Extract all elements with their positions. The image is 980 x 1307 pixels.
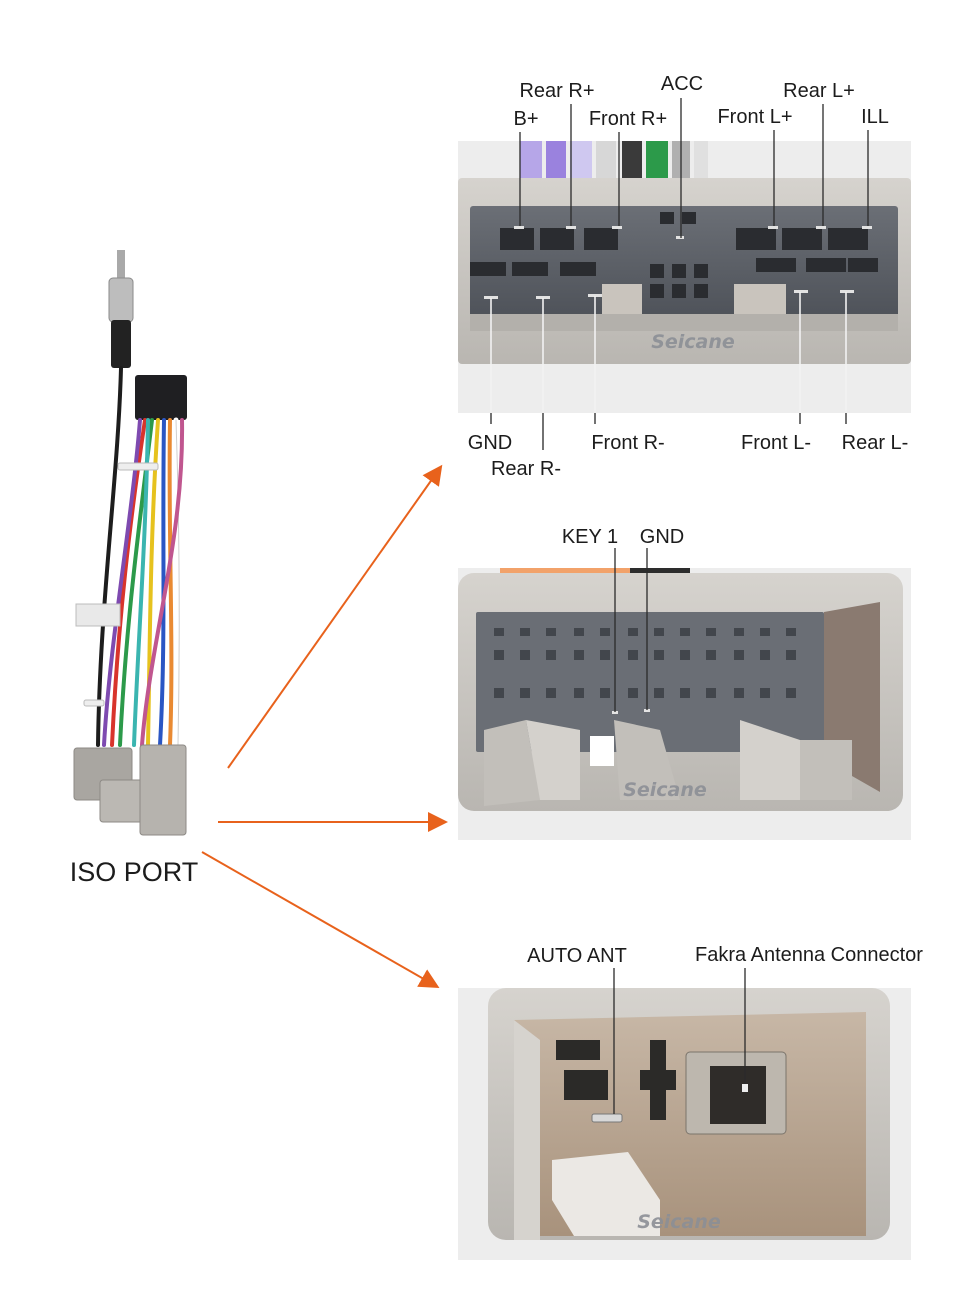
pin-row-top xyxy=(500,212,868,298)
pin-label-rear-l-minus: Rear L- xyxy=(842,432,909,454)
leader-lines-top xyxy=(519,98,869,238)
pin-grid xyxy=(494,628,796,698)
pin-label-auto-ant: AUTO ANT xyxy=(527,945,627,967)
watermark: Seicane xyxy=(637,1211,721,1233)
fakra-socket-hole xyxy=(710,1066,766,1124)
wire-bundle xyxy=(96,366,185,748)
top-connector-wires xyxy=(520,141,708,181)
antenna-plug xyxy=(108,277,134,323)
top-connector-photo: Seicane Rear R+ ACC Rear L+ xyxy=(458,73,911,480)
pin-label-gnd: GND xyxy=(468,432,512,454)
wire-tag xyxy=(75,603,121,627)
antenna-boot xyxy=(111,320,131,368)
pin-label-front-r-plus: Front R+ xyxy=(589,108,667,130)
pin-contacts xyxy=(612,709,650,714)
arrow-to-top-connector xyxy=(227,464,443,769)
pin-contacts xyxy=(484,226,872,299)
iso-connector-c xyxy=(139,744,187,836)
leader-lines-middle xyxy=(614,548,648,712)
pin-label-acc: ACC xyxy=(661,73,703,95)
leader-lines-bottom-connector xyxy=(613,968,746,1114)
watermark: Seicane xyxy=(651,331,735,353)
pin-row-bottom xyxy=(470,258,878,276)
pin-label-rear-r-plus: Rear R+ xyxy=(519,80,594,102)
watermark: Seicane xyxy=(623,779,707,801)
pin-label-key-1: KEY 1 xyxy=(562,526,618,548)
latch-tabs xyxy=(602,284,786,314)
arrow-to-bottom-connector xyxy=(201,851,440,988)
connector-cavity xyxy=(476,612,824,752)
arrows xyxy=(201,464,448,988)
pin-label-ill: ILL xyxy=(861,106,889,128)
pin-label-front-r-minus: Front R- xyxy=(591,432,664,454)
latch-ribs xyxy=(484,720,852,806)
iso-harness-illustration xyxy=(73,250,187,836)
pin-label-front-l-minus: Front L- xyxy=(741,432,811,454)
antenna-pin xyxy=(117,250,125,280)
pin-label-front-l-plus: Front L+ xyxy=(717,106,792,128)
bottom-connector-photo: Seicane AUTO ANT Fakra Antenna Connector xyxy=(458,944,923,1260)
cable-tie xyxy=(117,462,159,471)
pin-label-rear-r-minus: Rear R- xyxy=(491,458,561,480)
pin-label-gnd-middle: GND xyxy=(640,526,684,548)
pin-label-rear-l-plus: Rear L+ xyxy=(783,80,855,102)
leader-lines-bottom xyxy=(490,292,847,450)
pin-label-b-plus: B+ xyxy=(513,108,538,130)
pin-label-fakra-antenna-connector: Fakra Antenna Connector xyxy=(695,944,923,966)
auto-ant-slots xyxy=(556,1040,676,1120)
cable-tie xyxy=(83,699,105,707)
small-black-connector xyxy=(135,375,187,420)
opening xyxy=(590,736,614,766)
middle-connector-photo: Seicane KEY 1 GND xyxy=(458,526,911,840)
auto-ant-contact xyxy=(591,1113,623,1123)
latch xyxy=(552,1152,660,1236)
fakra-center-pin xyxy=(742,1084,748,1092)
iso-port-label: ISO PORT xyxy=(70,857,199,887)
